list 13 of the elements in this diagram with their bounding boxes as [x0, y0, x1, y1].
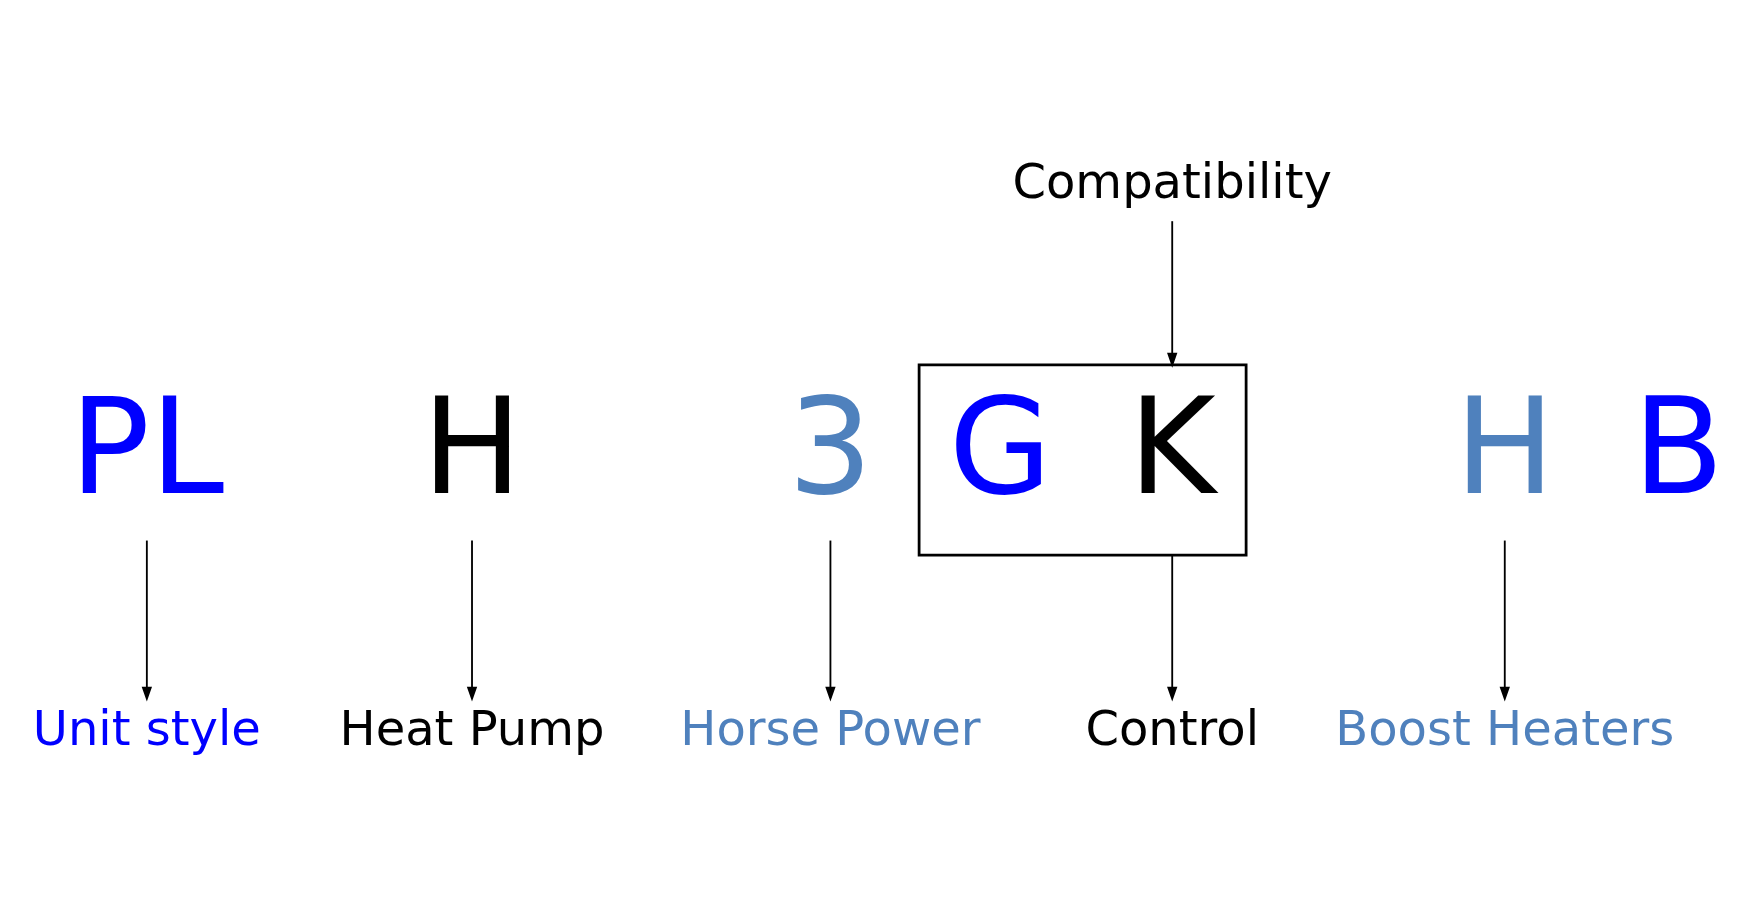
- node-text: 3: [788, 370, 873, 525]
- node-text: PL: [69, 370, 225, 525]
- node-text: Boost Heaters: [1335, 700, 1675, 757]
- node-text: Control: [1085, 700, 1259, 757]
- node-text: Compatibility: [1012, 153, 1332, 210]
- node-text: H: [421, 370, 523, 525]
- node-text: Unit style: [32, 700, 261, 757]
- node-text: B: [1632, 370, 1725, 525]
- node-text: Horse Power: [680, 700, 981, 757]
- node-text: G: [948, 370, 1052, 525]
- node-text: K: [1128, 370, 1216, 525]
- node-text: H: [1454, 370, 1555, 525]
- node-text: Heat Pump: [339, 700, 605, 757]
